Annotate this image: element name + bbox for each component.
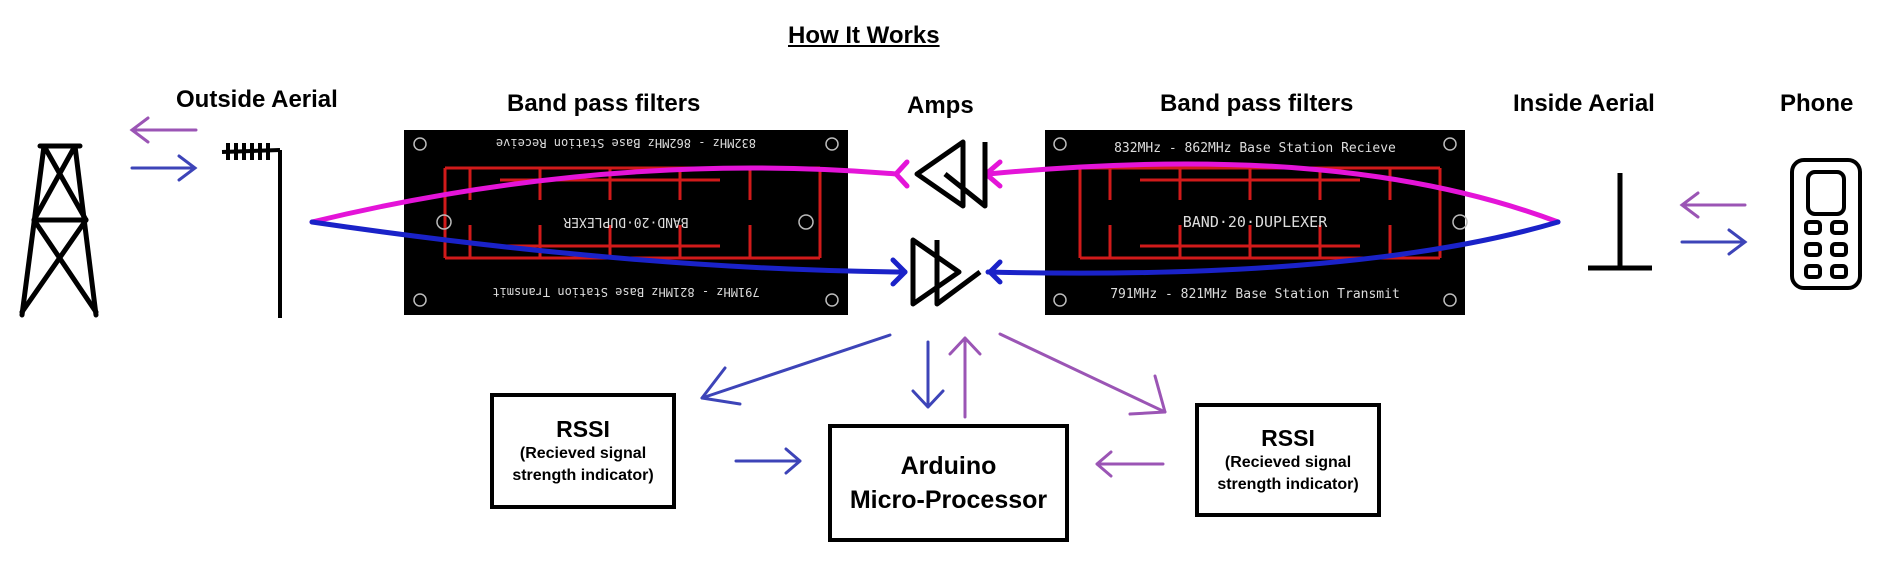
phone-icon [1790,158,1862,290]
pcb-right-middle-text: BAND·20·DUPLEXER [1183,213,1328,231]
signal-paths [309,159,1561,287]
label-band-pass-right: Band pass filters [1160,90,1354,117]
amplifier-icon [910,139,988,307]
arduino-line2: Micro-Processor [849,486,1048,514]
rssi-right-line1: (Recieved signal [1224,454,1352,471]
pcb-left-bottom-text: 791MHz - 821MHz Base Station Transmit [492,285,759,299]
label-outside-aerial: Outside Aerial [176,86,338,113]
rssi-right-box: RSSI (Recieved signal strength indicator… [1195,403,1381,517]
pcb-left: 832MHz - 862MHz Base Station Receive BAN… [404,130,848,315]
outside-aerial-arrows [129,116,198,182]
pcb-right-top-text: 832MHz - 862MHz Base Station Recieve [1114,141,1396,156]
rssi-right-line2: strength indicator) [1217,476,1359,493]
arduino-box: Arduino Micro-Processor [828,424,1069,542]
pcb-right-bottom-text: 791MHz - 821MHz Base Station Transmit [1110,287,1400,302]
rssi-left-box: RSSI (Recieved signal strength indicator… [490,393,676,509]
label-band-pass-left: Band pass filters [507,90,701,117]
control-arrows [700,332,1167,478]
yagi-antenna-icon [221,143,282,318]
arduino-line1: Arduino [900,452,997,480]
page-title: How It Works [788,22,940,49]
rssi-left-title: RSSI [556,416,610,442]
inside-aerial-arrows [1679,191,1748,256]
pcb-left-middle-text: BAND·20·DUPLEXER [563,214,688,229]
label-phone: Phone [1780,90,1854,117]
tower-icon [19,143,99,318]
rssi-left-line1: (Recieved signal [519,445,647,462]
rssi-left-line2: strength indicator) [512,467,654,484]
label-amps: Amps [907,92,974,119]
pcb-right: 832MHz - 862MHz Base Station Recieve BAN… [1045,130,1468,315]
ground-plane-antenna-icon [1588,173,1652,271]
pcb-left-top-text: 832MHz - 862MHz Base Station Receive [496,136,756,150]
rssi-right-title: RSSI [1261,425,1315,451]
label-inside-aerial: Inside Aerial [1513,90,1655,117]
